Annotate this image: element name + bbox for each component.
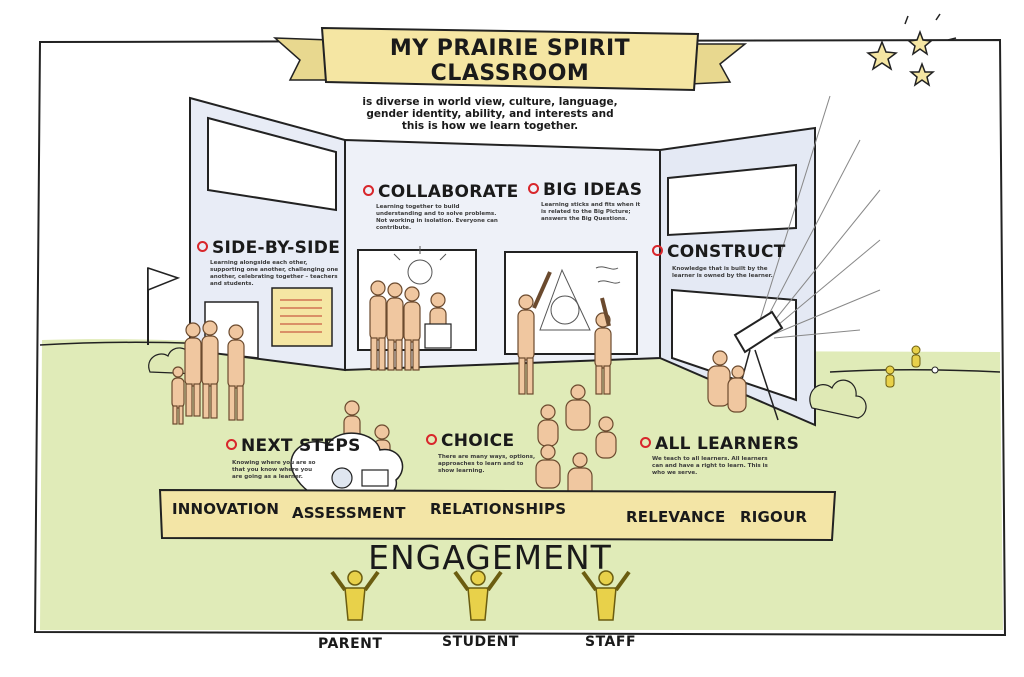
student-label: STUDENT — [442, 634, 519, 650]
board-list — [280, 299, 322, 333]
bullet-icon — [197, 240, 208, 252]
telescope-beam — [759, 95, 881, 339]
banner-left-tail — [272, 37, 331, 81]
bullet-icon — [640, 436, 651, 448]
construct-heading: CONSTRUCT — [652, 242, 786, 262]
grass — [40, 339, 1003, 630]
board-sketch — [393, 246, 621, 331]
banner-right-tail — [689, 43, 748, 85]
engagement-label: ENGAGEMENT — [368, 538, 612, 577]
choice-text: There are many ways, options, approaches… — [438, 454, 536, 474]
bullet-icon — [426, 433, 437, 445]
foundation-assessment: ASSESSMENT — [292, 504, 406, 522]
next-steps-heading: NEXT STEPS — [226, 436, 361, 456]
flag — [147, 266, 181, 345]
collaborate-chair — [424, 323, 452, 349]
raised-arm-2 — [600, 297, 611, 327]
staff-label: STAFF — [585, 634, 637, 650]
choice-heading: CHOICE — [426, 431, 514, 451]
notebook — [361, 469, 389, 487]
collaborate-text: Learning together to build understanding… — [376, 204, 498, 231]
stakeholder-figures — [330, 570, 631, 621]
foundation-relevance: RELEVANCE — [626, 508, 726, 526]
collaborate-heading: COLLABORATE — [363, 182, 519, 202]
ball — [931, 366, 939, 374]
all-learners-heading: ALL LEARNERS — [640, 434, 799, 454]
foundation-rigour: RIGOUR — [740, 508, 808, 526]
next-steps-text: Knowing where you are so that you know w… — [232, 460, 316, 480]
title-banner — [320, 26, 700, 92]
bullet-icon — [528, 182, 539, 194]
all-learners-text: We teach to all learners. All learners c… — [652, 456, 768, 476]
side-by-side-board — [271, 287, 333, 347]
big-ideas-text: Learning sticks and fits when it is rela… — [541, 202, 641, 222]
side-by-side-text: Learning alongside each other, supportin… — [210, 260, 339, 287]
page-title: MY PRAIRIE SPIRIT CLASSROOM — [389, 36, 631, 86]
star-sparkles — [904, 13, 957, 41]
big-ideas-heading: BIG IDEAS — [528, 180, 642, 200]
stars — [866, 29, 936, 87]
foundation-innovation: INNOVATION — [172, 500, 280, 518]
construct-text: Knowledge that is built by the learner i… — [672, 266, 773, 279]
bullet-icon — [363, 184, 374, 196]
side-by-side-heading: SIDE-BY-SIDE — [197, 238, 340, 258]
globe — [331, 467, 353, 489]
horizon-line-right — [829, 368, 1001, 373]
bullet-icon — [226, 438, 237, 450]
foundation-relationships: RELATIONSHIPS — [430, 500, 567, 518]
parent-label: PARENT — [318, 636, 383, 652]
left-window — [207, 116, 337, 212]
right-bush — [809, 379, 867, 419]
playing-kids — [885, 345, 921, 388]
right-window — [667, 163, 797, 237]
foundation-plank — [158, 488, 837, 542]
raised-arm — [532, 271, 552, 309]
bullet-icon — [652, 244, 663, 256]
subtitle: is diverse in world view, culture, langu… — [362, 96, 618, 132]
